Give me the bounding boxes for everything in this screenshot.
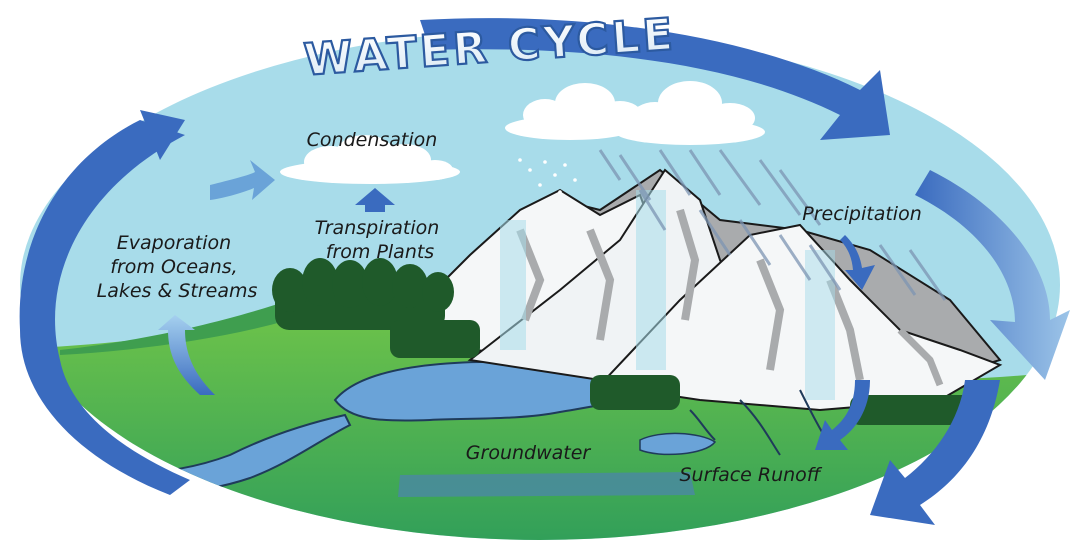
- condensation-arrow: [210, 160, 275, 200]
- cycle-arrow-top: [420, 18, 890, 140]
- transpiration-arrow: [355, 188, 395, 212]
- ground: [20, 315, 1060, 540]
- condensation-cloud: [280, 135, 460, 184]
- rain: [598, 149, 947, 301]
- cycle-arrow-right: [915, 170, 1070, 380]
- transpiration-line-2: from Plants: [326, 241, 435, 263]
- precipitation-label: Precipitation: [802, 203, 922, 225]
- rain-cloud-left: [505, 83, 642, 140]
- distant-hill: [60, 300, 320, 355]
- mountain-range: [398, 168, 1003, 412]
- cycle-arrow-bottomright: [870, 380, 1000, 525]
- runoff-arrow: [815, 380, 870, 450]
- evaporation-line-2: from Oceans,: [110, 256, 237, 278]
- evaporation-line-3: Lakes & Streams: [97, 280, 258, 302]
- cycle-arrowhead-topleft: [140, 110, 185, 160]
- groundwater-label: Groundwater: [466, 442, 592, 464]
- cycle-arrow-left: [19, 120, 190, 495]
- transpiration-line-1: Transpiration: [315, 217, 440, 239]
- evaporation-arrow: [158, 315, 215, 395]
- evaporation-label: Evaporation from Oceans, Lakes & Streams: [97, 232, 258, 302]
- rain-cloud-right: [615, 81, 765, 145]
- transpiration-label: Transpiration from Plants: [315, 217, 446, 263]
- condensation-label: Condensation: [307, 129, 438, 151]
- small-pond: [639, 432, 717, 456]
- precipitation-arrow: [840, 235, 875, 290]
- groundwater-pool: [398, 472, 695, 497]
- surface-runoff-label: Surface Runoff: [679, 464, 822, 486]
- evaporation-line-1: Evaporation: [117, 232, 231, 254]
- snow: [518, 158, 577, 194]
- forest: [272, 258, 990, 425]
